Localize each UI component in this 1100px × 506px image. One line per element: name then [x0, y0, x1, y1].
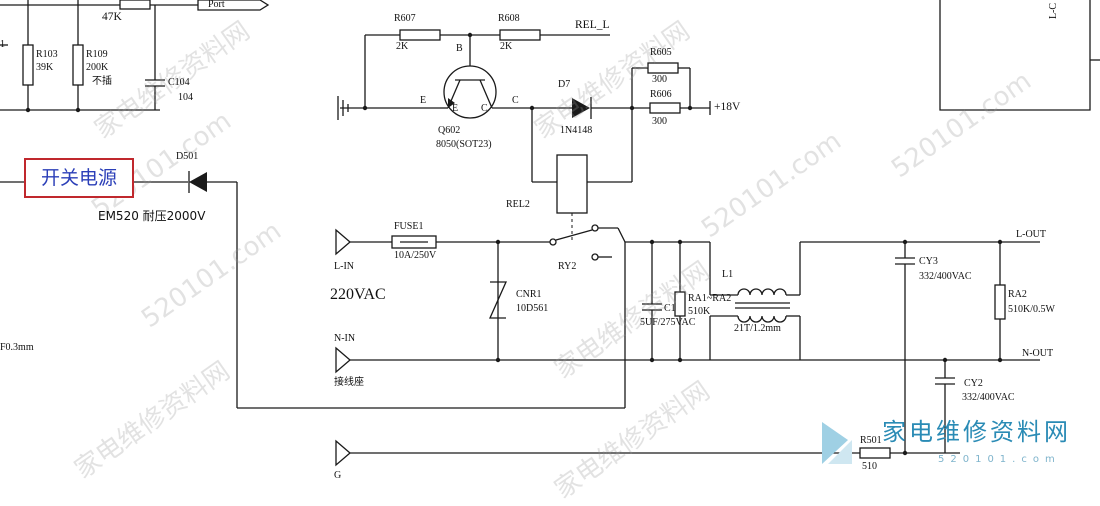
l1-label: L1: [722, 269, 734, 280]
r605-value: 300: [652, 74, 667, 85]
base-label: B: [456, 43, 463, 54]
resistor-r606: [649, 102, 681, 114]
transistor-q602: [443, 65, 497, 119]
r109-note: 不插: [92, 76, 112, 87]
resistor-r605: [647, 62, 679, 74]
r103-value: 39K: [36, 62, 54, 73]
d7-label: D7: [558, 79, 571, 90]
ry2-label: RY2: [558, 261, 577, 272]
l-in-label: L-IN: [334, 261, 354, 272]
c104-value: 104: [178, 92, 193, 103]
port-label: Port: [208, 0, 225, 10]
r608-value: 2K: [500, 41, 513, 52]
emitter-inner-label: E: [452, 103, 459, 114]
r607-label: R607: [394, 13, 416, 24]
r607-value: 2K: [396, 41, 409, 52]
site-logo-icon: [822, 422, 852, 464]
r606-label: R606: [650, 89, 672, 100]
resistor-ra1: [674, 291, 686, 317]
resistor-r608: [499, 29, 541, 41]
r103-label: R103: [36, 49, 58, 60]
plus-18v-label: +18V: [714, 101, 741, 113]
n-in-terminal: [335, 346, 351, 374]
collector-inner-label: C: [481, 103, 488, 114]
resistor-r607: [399, 29, 441, 41]
l-in-terminal: [335, 228, 351, 256]
r605-label: R605: [650, 47, 672, 58]
cy2-value: 332/400VAC: [962, 392, 1015, 403]
diode-d501: [189, 172, 207, 192]
inductor-l1-top: [737, 288, 787, 296]
r608-label: R608: [498, 13, 520, 24]
junction-1-label: 1: [0, 39, 5, 50]
fuse1-value: 10A/250V: [394, 250, 437, 261]
q602-label: Q602: [438, 125, 461, 136]
lc-label: L-C: [1048, 2, 1060, 20]
cy3-value: 332/400VAC: [919, 271, 972, 282]
f03-label: F0.3mm: [0, 342, 34, 353]
rel2-label: REL2: [506, 199, 530, 210]
relay-switch-ry2: [555, 229, 593, 241]
q602-value: 8050(SOT23): [436, 139, 492, 150]
d501-label: D501: [176, 151, 199, 162]
g-terminal: [335, 439, 351, 467]
port-flag: [197, 0, 270, 11]
emitter-label: E: [420, 95, 427, 106]
rel-l-label: REL_L: [575, 19, 610, 31]
resistor-r109: [72, 44, 84, 86]
cy3-label: CY3: [919, 256, 938, 267]
l-out-label: L-OUT: [1016, 229, 1046, 240]
n-in-label: N-IN: [334, 333, 356, 344]
ra2-label: RA2: [1008, 289, 1027, 300]
voltage-220vac-label: 220VAC: [330, 286, 386, 303]
terminal-block-label: 接线座: [334, 377, 364, 388]
resistor-r103: [22, 44, 34, 86]
fuse1-label: FUSE1: [394, 221, 424, 232]
l1-value: 21T/1.2mm: [734, 323, 781, 334]
ra1-value: 510K: [688, 306, 711, 317]
ra1-label: RA1~RA2: [688, 293, 732, 304]
ground-g-label: G: [334, 470, 342, 481]
d7-value: 1N4148: [560, 125, 593, 136]
c104-label: C104: [168, 77, 190, 88]
circuit-wiring: [0, 0, 1100, 467]
diode-d7: [572, 98, 590, 118]
em520-label: EM520 耐压2000V: [98, 209, 206, 223]
cy2-label: CY2: [964, 378, 983, 389]
n-out-label: N-OUT: [1022, 348, 1054, 359]
cnr1-value: 10D561: [516, 303, 549, 314]
site-logo-text: 家电维修资料网: [882, 418, 1071, 446]
r501-label: R501: [860, 435, 882, 446]
resistor-47k-value: 47K: [102, 11, 122, 23]
r606-value: 300: [652, 116, 667, 127]
relay-coil-rel2: [556, 154, 588, 214]
cnr1-label: CNR1: [516, 289, 542, 300]
ra2-value: 510K/0.5W: [1008, 304, 1055, 315]
r109-value: 200K: [86, 62, 109, 73]
site-logo-url: 520101.com: [938, 454, 1061, 465]
resistor-47k: [119, 0, 151, 10]
inductor-l1-bottom: [737, 315, 787, 323]
c1-label: C1: [664, 303, 676, 314]
collector-label: C: [512, 95, 519, 106]
c1-value: 5UF/275VAC: [640, 317, 696, 328]
switching-power-supply-label: 开关电源: [24, 158, 134, 198]
resistor-ra2: [994, 284, 1006, 320]
r501-value: 510: [862, 461, 877, 472]
r109-label: R109: [86, 49, 108, 60]
